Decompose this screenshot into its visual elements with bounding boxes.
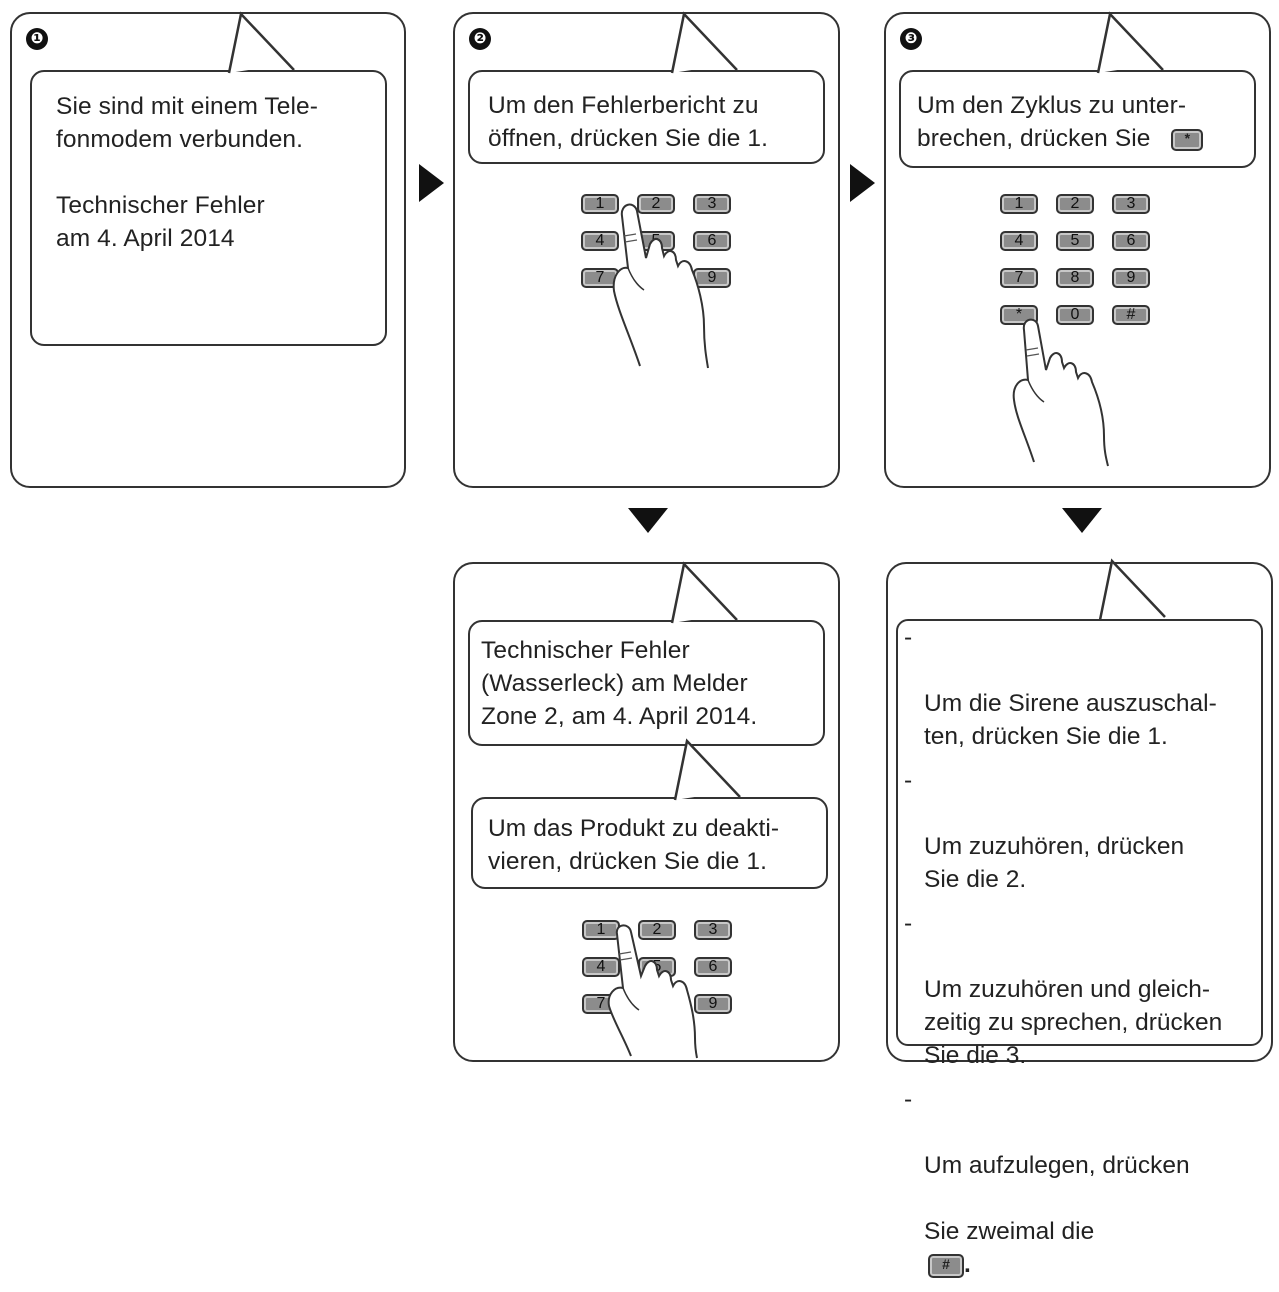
option-hang-up: - Um aufzulegen, drücken Sie zweimal die… — [904, 1083, 1257, 1281]
key-4[interactable]: 4 — [582, 957, 620, 977]
step-1-panel: ❶ Sie sind mit einem Tele- fonmodem verb… — [10, 11, 406, 488]
option-text: Um die Sirene auszuschal- ten, drücken S… — [924, 690, 1217, 750]
star-key-icon: * — [1171, 128, 1204, 151]
hand-pointing-icon — [612, 203, 709, 369]
key-1[interactable]: 1 — [1000, 194, 1038, 214]
arrow-right-icon — [850, 164, 875, 202]
arrow-down-icon — [628, 508, 668, 533]
option-text: Um zuzuhören, drücken Sie die 2. — [924, 833, 1185, 893]
step-number: ❶ — [26, 28, 48, 50]
speech-bubble-tail — [227, 11, 295, 74]
key-4[interactable]: 4 — [581, 231, 619, 251]
speech-bubble-text-line1: Um den Zyklus zu unter- — [917, 92, 1187, 119]
list-dash: - — [904, 910, 913, 937]
options-box: - Um die Sirene auszuschal- ten, drücken… — [896, 619, 1263, 1278]
key-2[interactable]: 2 — [638, 920, 676, 940]
step-3-panel: ❸ Um den Zyklus zu unter- brechen, drück… — [884, 11, 1271, 488]
key-7[interactable]: 7 — [1000, 268, 1038, 288]
option-period: . — [964, 1251, 971, 1278]
key-hash[interactable]: # — [1112, 305, 1150, 325]
speech-bubble-tail — [1096, 11, 1164, 74]
arrow-right-icon — [419, 164, 444, 202]
option-text: Um zuzuhören und gleich- zeitig zu sprec… — [924, 976, 1223, 1069]
hand-pointing-icon — [1012, 318, 1109, 467]
step-number: ❸ — [900, 28, 922, 50]
speech-bubble: Technischer Fehler (Wasserleck) am Melde… — [468, 561, 825, 746]
step-2-panel: ❷ Um den Fehlerbericht zu öffnen, drücke… — [453, 11, 840, 488]
speech-bubble: Um den Zyklus zu unter- brechen, drücken… — [899, 11, 1256, 168]
speech-bubble-text-line2: brechen, drücken Sie — [917, 125, 1151, 152]
list-dash: - — [904, 1086, 913, 1113]
key-6[interactable]: 6 — [693, 231, 731, 251]
key-2[interactable]: 2 — [1056, 194, 1094, 214]
speech-bubble: Um das Produkt zu deakti- vieren, drücke… — [471, 738, 828, 889]
key-6[interactable]: 6 — [1112, 231, 1150, 251]
speech-bubble-tail — [670, 11, 738, 74]
hand-pointing-icon — [607, 924, 698, 1059]
option-text-line1: Um aufzulegen, drücken — [924, 1152, 1190, 1179]
key-9[interactable]: 9 — [694, 994, 732, 1014]
key-7[interactable]: 7 — [581, 268, 619, 288]
speech-bubble-tail — [673, 738, 741, 801]
key-3[interactable]: 3 — [694, 920, 732, 940]
key-3[interactable]: 3 — [1112, 194, 1150, 214]
options-list: - Um die Sirene auszuschal- ten, drücken… — [904, 621, 1257, 1292]
key-2[interactable]: 2 — [637, 194, 675, 214]
key-1[interactable]: 1 — [581, 194, 619, 214]
speech-bubble-text: Um den Fehlerbericht zu öffnen, drücken … — [488, 92, 769, 152]
list-dash: - — [904, 767, 913, 794]
key-9[interactable]: 9 — [1112, 268, 1150, 288]
keypad: 1 2 3 4 5 6 7 8 9 * 0 # — [1000, 194, 1160, 334]
arrow-down-icon — [1062, 508, 1102, 533]
step-4-panel: Technischer Fehler (Wasserleck) am Melde… — [453, 561, 840, 1062]
step-number: ❷ — [469, 28, 491, 50]
option-siren-off: - Um die Sirene auszuschal- ten, drücken… — [904, 621, 1257, 753]
speech-bubble-tail — [1098, 558, 1166, 621]
speech-bubble-tail — [670, 561, 738, 624]
step-5-panel: - Um die Sirene auszuschal- ten, drücken… — [886, 558, 1273, 1278]
key-4[interactable]: 4 — [1000, 231, 1038, 251]
speech-bubble: Um den Fehlerbericht zu öffnen, drücken … — [468, 11, 825, 164]
option-text-line2: Sie zweimal die — [924, 1218, 1095, 1245]
list-dash: - — [904, 624, 913, 651]
option-listen-and-talk: - Um zuzuhören und gleich- zeitig zu spr… — [904, 907, 1257, 1072]
hash-key-icon: # — [928, 1253, 964, 1278]
option-listen: - Um zuzuhören, drücken Sie die 2. — [904, 764, 1257, 896]
key-3[interactable]: 3 — [693, 194, 731, 214]
key-0[interactable]: 0 — [1056, 305, 1094, 325]
speech-bubble: Sie sind mit einem Tele- fonmodem verbun… — [30, 11, 387, 346]
key-6[interactable]: 6 — [694, 957, 732, 977]
key-8[interactable]: 8 — [1056, 268, 1094, 288]
speech-bubble-text: Technischer Fehler (Wasserleck) am Melde… — [481, 637, 758, 730]
key-5[interactable]: 5 — [1056, 231, 1094, 251]
speech-bubble-text: Um das Produkt zu deakti- vieren, drücke… — [488, 815, 780, 875]
speech-bubble-text: Sie sind mit einem Tele- fonmodem verbun… — [56, 93, 319, 252]
